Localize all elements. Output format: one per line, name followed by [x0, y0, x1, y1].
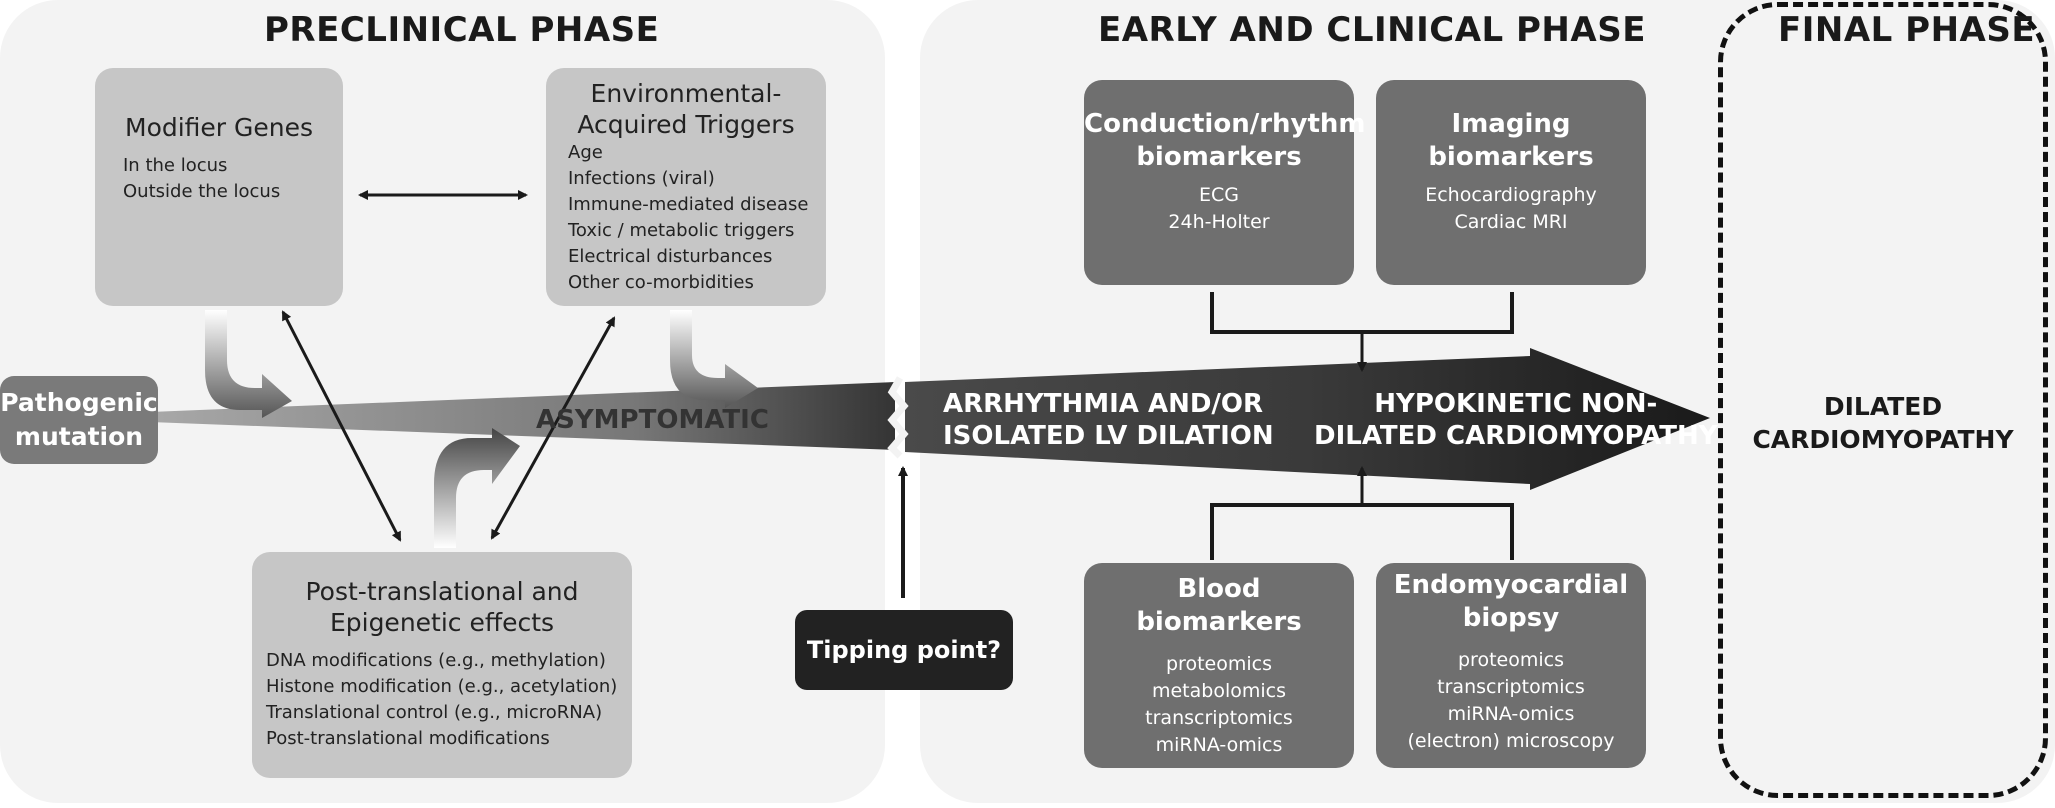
pathogenic-mutation-line1: Pathogenic	[0, 388, 158, 417]
post-translational-title: Post-translational and Epigenetic effect…	[252, 576, 632, 638]
imaging-title-line1: Imaging	[1451, 109, 1571, 139]
list-item: proteomics	[1166, 653, 1272, 675]
conduction-title-line2: biomarkers	[1136, 142, 1302, 172]
list-item: miRNA-omics	[1447, 703, 1575, 725]
list-item: Electrical disturbances	[568, 246, 773, 267]
list-item: Cardiac MRI	[1454, 211, 1568, 233]
modifier-epigenetic-arrow	[281, 310, 402, 542]
modifier-curve-arrow	[205, 310, 292, 418]
modifier-genes-box: Modifier Genes In the locus Outside the …	[95, 68, 343, 306]
stage2-label: ARRHYTHMIA AND/OR ISOLATED LV DILATION	[943, 388, 1274, 452]
post-translational-list: DNA modifications (e.g., methylation) Hi…	[266, 648, 632, 752]
blood-biomarkers-box: Blood biomarkers proteomics metabolomics…	[1084, 563, 1354, 768]
list-item: In the locus	[123, 155, 228, 176]
list-item: proteomics	[1458, 649, 1564, 671]
list-item: Translational control (e.g., microRNA)	[266, 702, 603, 723]
modifier-genes-title: Modifier Genes	[125, 113, 314, 142]
list-item: transcriptomics	[1145, 707, 1293, 729]
list-item: 24h-Holter	[1168, 211, 1270, 233]
early-clinical-phase-title: EARLY AND CLINICAL PHASE	[1098, 10, 1646, 50]
list-item: Infections (viral)	[568, 168, 715, 189]
modifier-genes-list: In the locus Outside the locus	[123, 153, 343, 205]
imaging-list: Echocardiography Cardiac MRI	[1376, 182, 1646, 236]
final-outcome-line1: DILATED	[1823, 392, 1943, 421]
stage3-line2: DILATED CARDIOMYOPATHY	[1314, 421, 1718, 451]
list-item: (electron) microscopy	[1407, 730, 1615, 752]
list-item: miRNA-omics	[1155, 734, 1283, 756]
conduction-title-line1: Conduction/rhythm	[1084, 109, 1366, 139]
asymptomatic-label: ASYMPTOMATIC	[536, 405, 769, 435]
biopsy-title-line2: biopsy	[1462, 603, 1560, 633]
environmental-triggers-box: Environmental- Acquired Triggers Age Inf…	[546, 68, 826, 306]
final-outcome-line2: CARDIOMYOPATHY	[1752, 425, 2014, 454]
imaging-biomarkers-box: Imaging biomarkers Echocardiography Card…	[1376, 80, 1646, 285]
post-translational-box: Post-translational and Epigenetic effect…	[252, 552, 632, 778]
preclinical-phase-title: PRECLINICAL PHASE	[264, 10, 660, 50]
list-item: transcriptomics	[1437, 676, 1585, 698]
list-item: Echocardiography	[1425, 184, 1597, 206]
list-item: Immune-mediated disease	[568, 194, 809, 215]
environment-epigenetic-arrow	[490, 316, 616, 540]
list-item: ECG	[1199, 184, 1239, 206]
blood-title: Blood biomarkers	[1084, 573, 1354, 639]
biopsy-title: Endomyocardial biopsy	[1376, 569, 1646, 635]
final-phase-panel	[1718, 2, 2048, 798]
environment-curve-arrow	[670, 310, 758, 408]
stage2-line2: ISOLATED LV DILATION	[943, 421, 1274, 451]
biopsy-box: Endomyocardial biopsy proteomics transcr…	[1376, 563, 1646, 768]
post-translational-title-line1: Post-translational and	[305, 577, 579, 606]
post-translational-title-line2: Epigenetic effects	[329, 608, 555, 637]
tipping-point-box: Tipping point?	[795, 610, 1013, 690]
biopsy-list: proteomics transcriptomics miRNA-omics (…	[1376, 647, 1646, 755]
biopsy-title-line1: Endomyocardial	[1393, 570, 1629, 600]
list-item: Post-translational modifications	[266, 728, 550, 749]
pathogenic-mutation-line2: mutation	[14, 422, 144, 451]
blood-title-line1: Blood	[1177, 574, 1261, 604]
conduction-title: Conduction/rhythm biomarkers	[1084, 108, 1366, 174]
progression-shaft-right	[905, 348, 1710, 490]
blood-list: proteomics metabolomics transcriptomics …	[1084, 651, 1354, 759]
blood-title-line2: biomarkers	[1136, 607, 1302, 637]
list-item: Histone modification (e.g., acetylation)	[266, 676, 618, 697]
list-item: metabolomics	[1151, 680, 1286, 702]
conduction-list: ECG 24h-Holter	[1084, 182, 1354, 236]
epigenetic-curve-arrow	[434, 428, 520, 548]
conduction-biomarkers-box: Conduction/rhythm biomarkers ECG 24h-Hol…	[1084, 80, 1366, 285]
stage3-label: HYPOKINETIC NON- DILATED CARDIOMYOPATHY	[1314, 388, 1718, 452]
top-biomarker-connector	[1210, 292, 1514, 334]
list-item: DNA modifications (e.g., methylation)	[266, 650, 606, 671]
pathogenic-mutation-box: Pathogenic mutation	[0, 376, 158, 464]
bottom-biomarker-connector	[1210, 503, 1514, 560]
environmental-list: Age Infections (viral) Immune-mediated d…	[568, 140, 826, 296]
environmental-title-line2: Acquired Triggers	[577, 110, 795, 139]
list-item: Outside the locus	[123, 181, 281, 202]
list-item: Age	[568, 142, 603, 163]
break-zigzag	[887, 376, 909, 459]
imaging-title-line2: biomarkers	[1428, 142, 1594, 172]
final-phase-title: FINAL PHASE	[1778, 10, 2036, 50]
environmental-title-line1: Environmental-	[590, 79, 782, 108]
list-item: Toxic / metabolic triggers	[568, 220, 795, 241]
imaging-title: Imaging biomarkers	[1376, 108, 1646, 174]
environmental-title: Environmental- Acquired Triggers	[546, 78, 826, 140]
stage3-line1: HYPOKINETIC NON-	[1374, 389, 1658, 419]
list-item: Other co-morbidities	[568, 272, 754, 293]
final-outcome-label: DILATED CARDIOMYOPATHY	[1718, 390, 2048, 456]
stage2-line1: ARRHYTHMIA AND/OR	[943, 389, 1264, 419]
